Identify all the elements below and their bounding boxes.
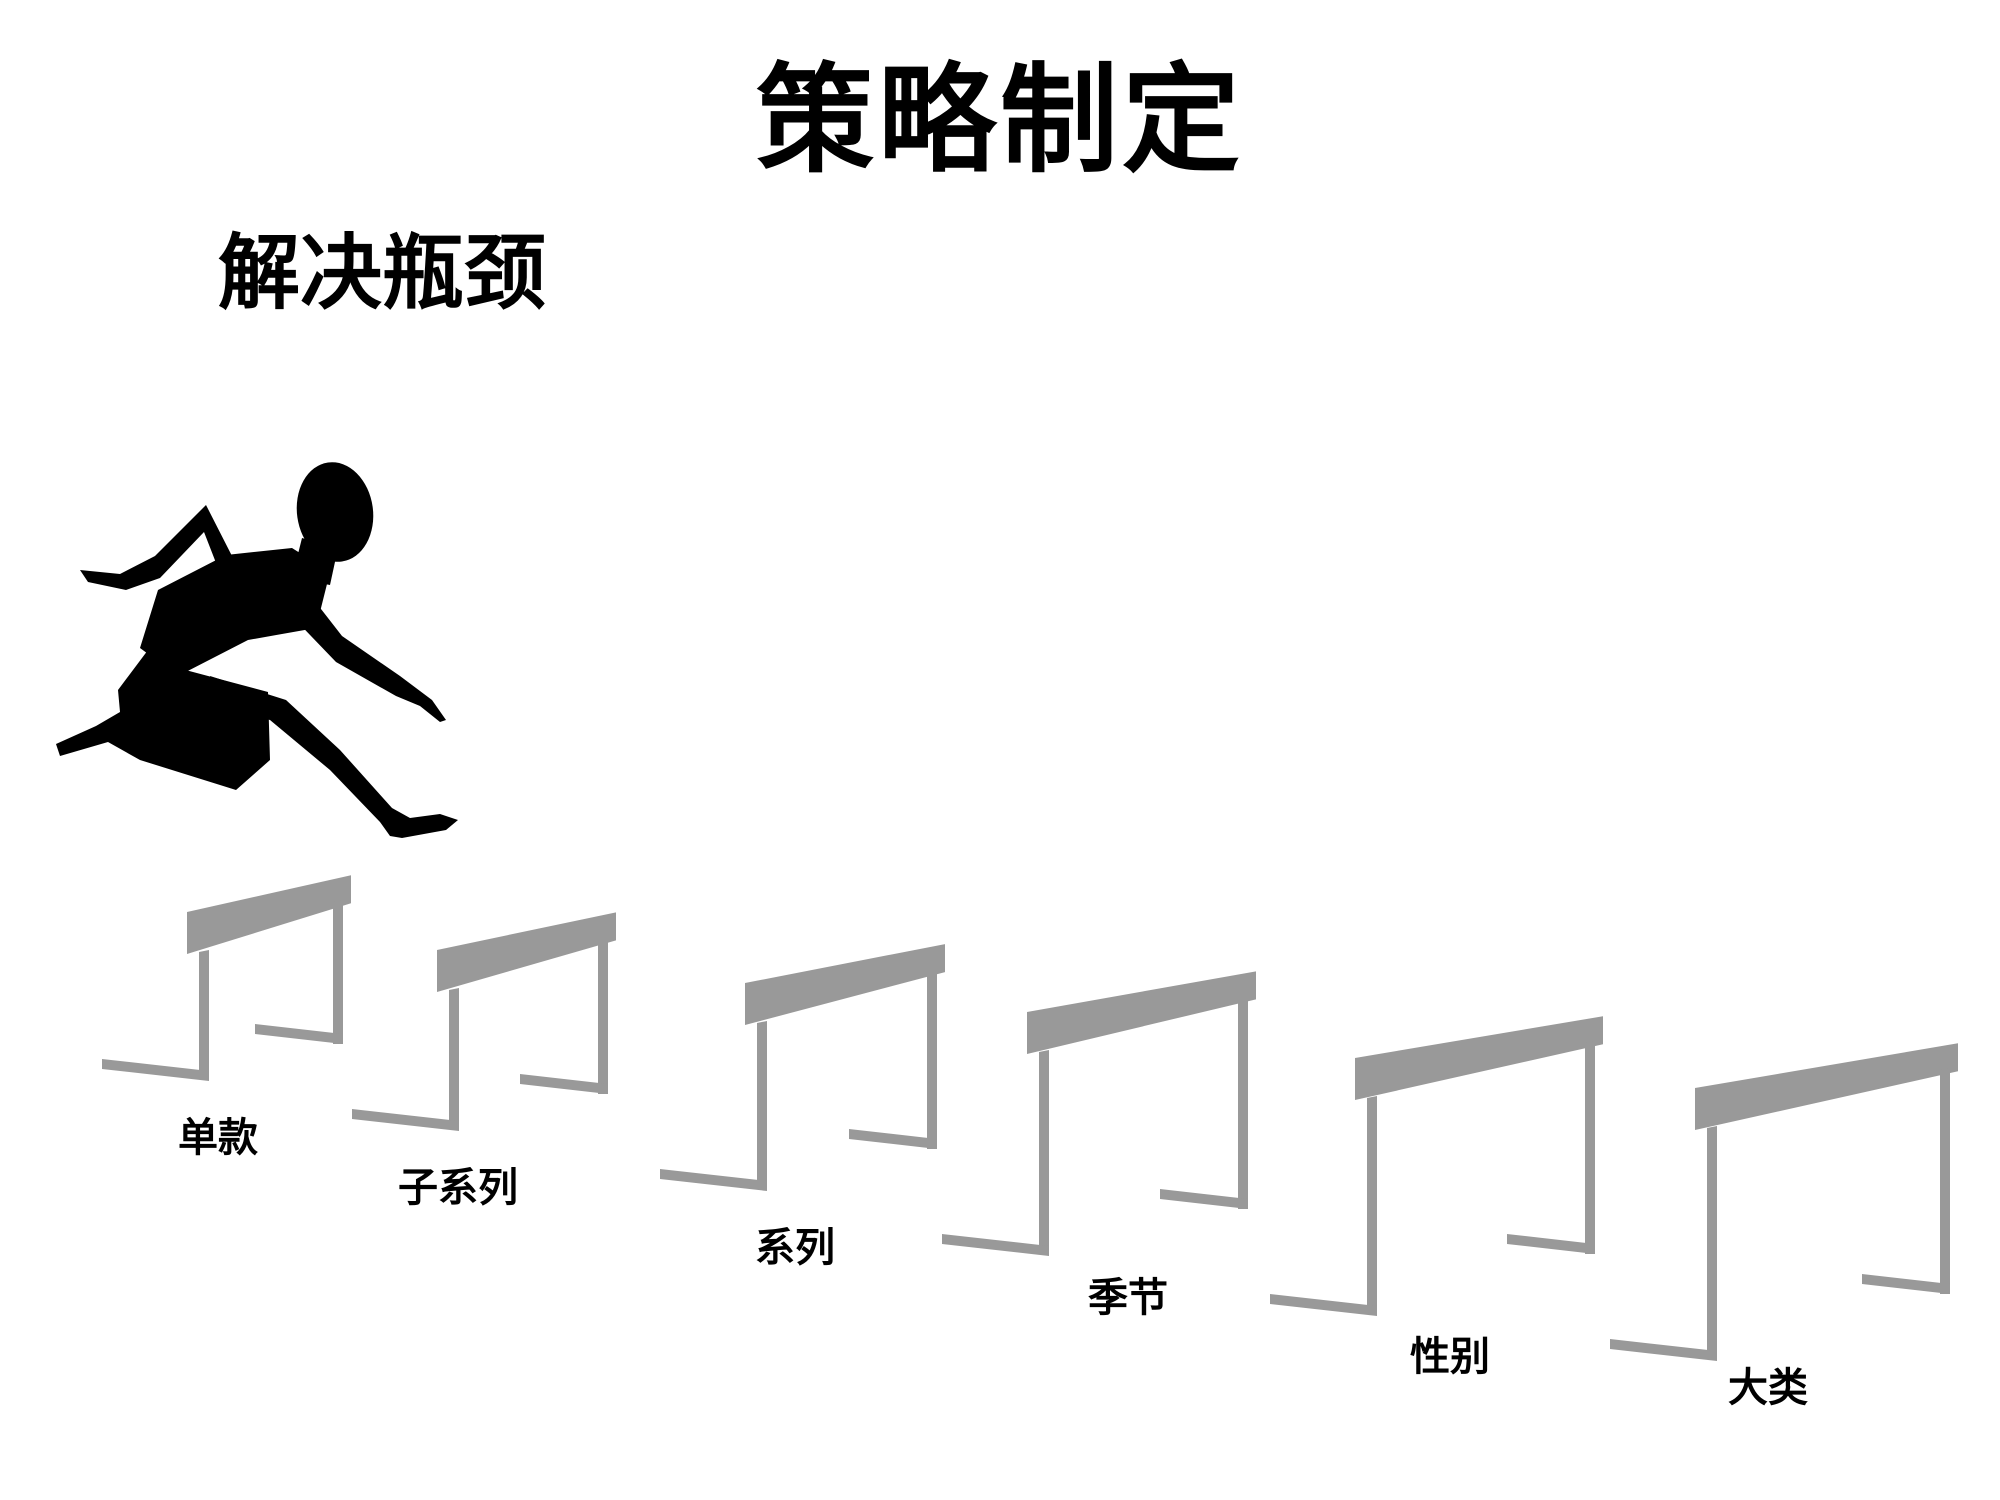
hurdle-icon [352,912,616,1131]
stage-label-category: 大类 [1728,1364,1808,1411]
hurdle-icon [942,971,1256,1256]
stage-label-single-item: 单款 [178,1114,258,1161]
stage-label-series: 系列 [755,1224,835,1271]
stage-label-sub-series: 子系列 [398,1164,518,1211]
hurdle-icon [1270,1016,1603,1316]
page-subtitle: 解决瓶颈 [218,225,547,321]
hurdle-icon [660,944,945,1191]
stage-label-gender: 性别 [1410,1333,1490,1380]
hurdle-icon [1610,1043,1958,1361]
stage-label-season: 季节 [1088,1274,1168,1321]
hurdle-icon [102,875,351,1081]
page-title: 策略制定 [755,50,1244,189]
